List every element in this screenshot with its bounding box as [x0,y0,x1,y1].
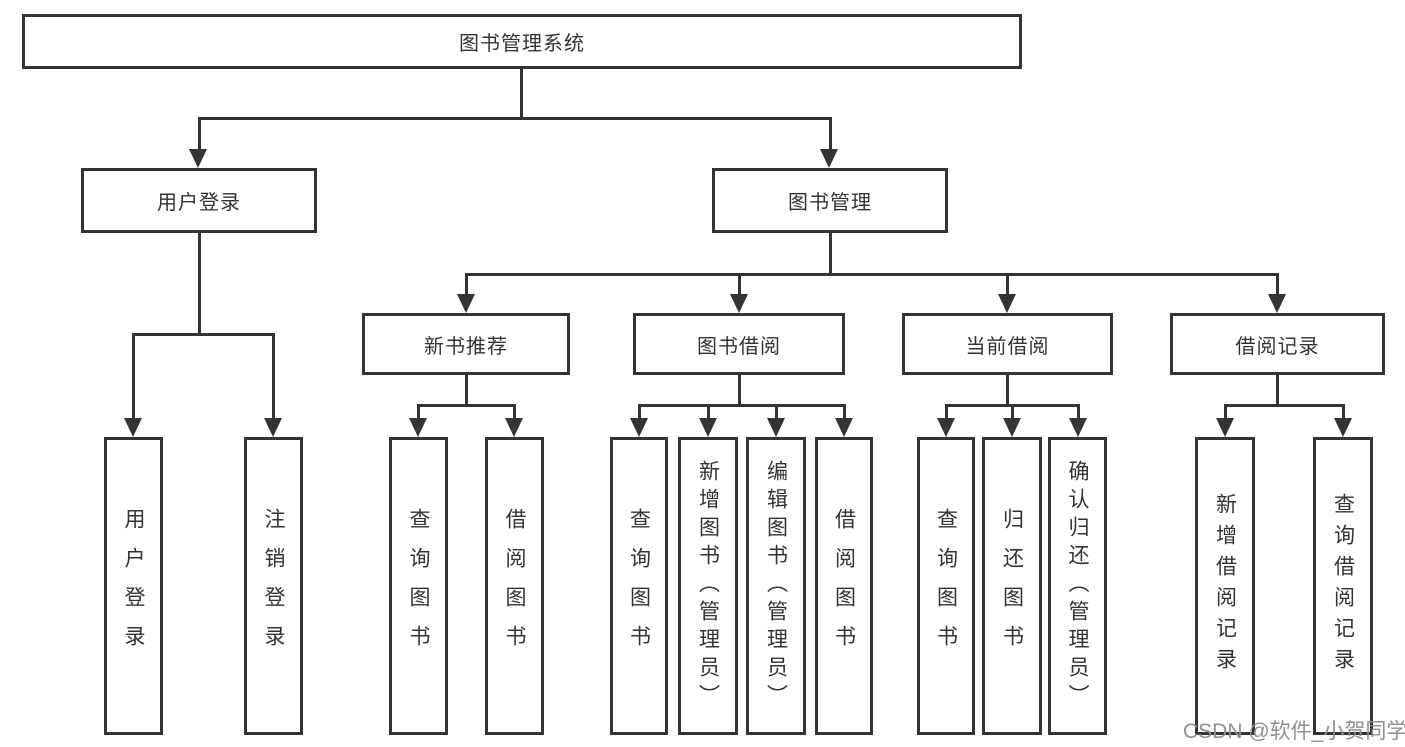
connector-vline [843,404,846,420]
arrowhead-down-icon [937,418,955,437]
node-current-borrow-label: 当前借阅 [965,335,1050,358]
connector-vline [775,404,778,420]
node-root-label: 图书管理系统 [459,33,585,55]
node-borrow-records: 借阅记录 [1170,313,1385,375]
leaf-label: 确认归还（管理员） [1066,460,1089,712]
arrowhead-down-icon [1334,418,1352,437]
arrowhead-down-icon [1216,418,1234,437]
connector-vline [1077,404,1080,420]
connector-vline [417,404,420,420]
node-current-borrow: 当前借阅 [902,313,1113,375]
node-borrow-records-label: 借阅记录 [1235,335,1320,358]
connector-vline [707,404,710,420]
leaf-user-login-label: 用户登录 [122,508,145,664]
leaf-current-query: 查询图书 [917,437,975,735]
leaf-borrow-add-admin: 新增图书（管理员） [678,437,738,735]
connector-hline [132,333,275,336]
leaf-borrow-query: 查询图书 [610,437,668,735]
connector-vline [1276,375,1279,407]
leaf-borrow-borrow: 借阅图书 [815,437,873,735]
connector-vline [829,233,832,276]
arrowhead-down-icon [1268,294,1286,313]
connector-vline [520,69,523,120]
leaf-records-add: 新增借阅记录 [1195,437,1255,735]
arrowhead-down-icon [630,418,648,437]
connector-vline [1006,273,1009,296]
connector-vline [465,375,468,407]
arrowhead-down-icon [820,149,838,168]
arrowhead-down-icon [264,418,282,437]
csdn-watermark: CSDN @软件_小贺同学 [1183,720,1405,743]
connector-vline [738,273,741,296]
arrowhead-down-icon [124,418,142,437]
arrowhead-down-icon [409,418,427,437]
connector-vline [198,233,201,336]
connector-vline [738,375,741,407]
arrowhead-down-icon [730,294,748,313]
arrowhead-down-icon [1003,418,1021,437]
arrowhead-down-icon [767,418,785,437]
leaf-records-query: 查询借阅记录 [1313,437,1373,735]
node-borrow-label: 图书借阅 [697,335,781,358]
leaf-new-books-borrow: 借阅图书 [485,437,544,735]
node-user-login-label: 用户登录 [157,192,241,214]
connector-vline [1006,375,1009,407]
leaf-label: 查询图书 [407,508,430,664]
leaf-new-books-query: 查询图书 [389,437,448,735]
leaf-label: 编辑图书（管理员） [764,460,788,712]
leaf-label: 查询借阅记录 [1331,493,1355,679]
leaf-borrow-edit-admin: 编辑图书（管理员） [746,437,806,735]
arrowhead-down-icon [835,418,853,437]
node-new-books: 新书推荐 [362,313,570,375]
leaf-label: 查询图书 [934,508,958,664]
arrowhead-down-icon [505,418,523,437]
node-book-mgmt: 图书管理 [712,168,948,233]
connector-vline [272,333,275,420]
leaf-label: 借阅图书 [503,508,526,664]
node-new-books-label: 新书推荐 [424,335,508,358]
connector-hline [465,273,1279,276]
leaf-label: 查询图书 [627,508,651,664]
connector-hline [417,404,515,407]
node-user-login: 用户登录 [81,168,317,233]
arrowhead-down-icon [998,294,1016,313]
arrowhead-down-icon [189,149,207,168]
connector-vline [198,117,201,151]
arrowhead-down-icon [699,418,717,437]
connector-vline [465,273,468,296]
connector-vline [1224,404,1227,420]
connector-hline [1224,404,1345,407]
connector-vline [945,404,948,420]
leaf-current-return: 归还图书 [982,437,1042,735]
node-root-system: 图书管理系统 [22,14,1022,69]
leaf-label: 新增借阅记录 [1213,493,1237,679]
connector-hline [198,117,831,120]
leaf-logout-label: 注销登录 [262,508,285,664]
connector-vline [1342,404,1345,420]
leaf-label: 归还图书 [1000,508,1024,664]
connector-vline [1011,404,1014,420]
arrowhead-down-icon [1069,418,1087,437]
connector-vline [638,404,641,420]
connector-vline [132,333,135,420]
leaf-current-confirm-admin: 确认归还（管理员） [1048,437,1107,735]
leaf-label: 新增图书（管理员） [696,460,720,712]
leaf-label: 借阅图书 [832,508,856,664]
node-book-mgmt-label: 图书管理 [788,192,872,214]
node-borrow: 图书借阅 [633,313,845,375]
leaf-logout: 注销登录 [244,437,303,735]
arrowhead-down-icon [457,294,475,313]
leaf-user-login: 用户登录 [104,437,163,735]
connector-hline [638,404,846,407]
connector-vline [1276,273,1279,296]
connector-vline [829,117,832,151]
connector-vline [513,404,516,420]
